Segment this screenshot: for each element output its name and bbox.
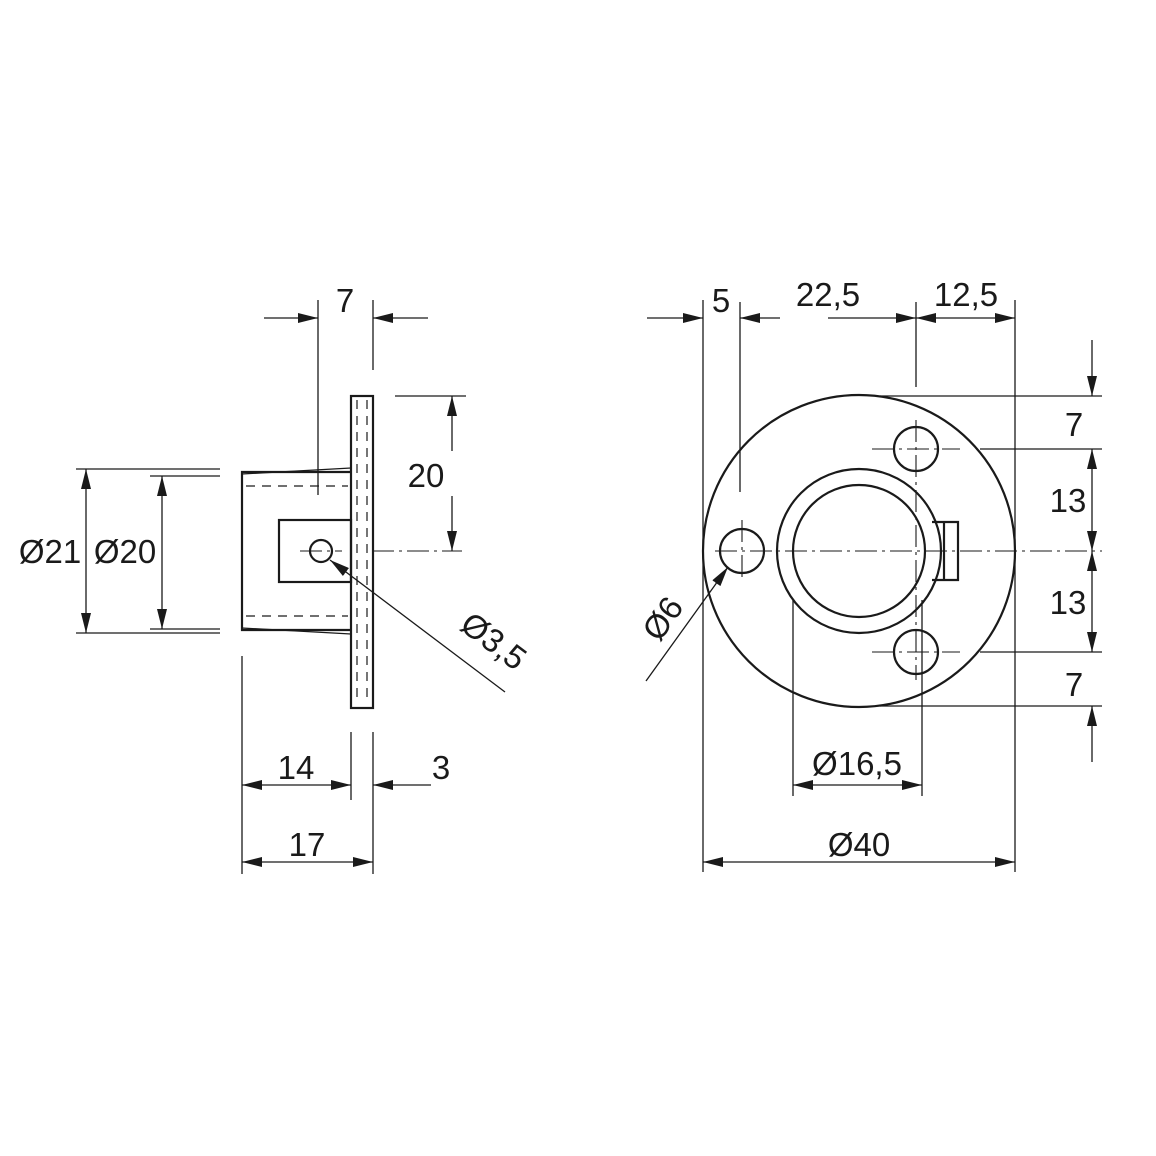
- dim-d35-label: Ø3,5: [454, 605, 533, 678]
- tube-body: [240, 470, 351, 632]
- flange-outline: [349, 394, 375, 710]
- dim-d20-label: Ø20: [94, 533, 156, 570]
- dim-5-label: 5: [712, 282, 730, 319]
- front-view: 5 22,5 12,5 7 13 13 7 Ø6 Ø16,5: [635, 276, 1102, 872]
- dim-17-label: 17: [289, 826, 326, 863]
- dim-7-top-label: 7: [1065, 406, 1083, 443]
- dim-225-label: 22,5: [796, 276, 860, 313]
- dim-14-label: 14: [278, 749, 315, 786]
- dim-7-bottom-label: 7: [1065, 666, 1083, 703]
- dim-125-label: 12,5: [934, 276, 998, 313]
- dim-7-label: 7: [336, 282, 354, 319]
- dim-20-label: 20: [408, 457, 445, 494]
- dim-d21-label: Ø21: [19, 533, 81, 570]
- dim-3-label: 3: [432, 749, 450, 786]
- dim-d165-label: Ø16,5: [812, 745, 902, 782]
- slot-outline: [277, 518, 353, 584]
- side-view: 7 20 Ø21 Ø20 Ø3,5 14 3 17: [19, 282, 534, 874]
- dim-13-bottom-label: 13: [1050, 584, 1087, 621]
- dim-d6-label: Ø6: [635, 590, 691, 647]
- dim-13-top-label: 13: [1050, 482, 1087, 519]
- dim-d40-label: Ø40: [828, 826, 890, 863]
